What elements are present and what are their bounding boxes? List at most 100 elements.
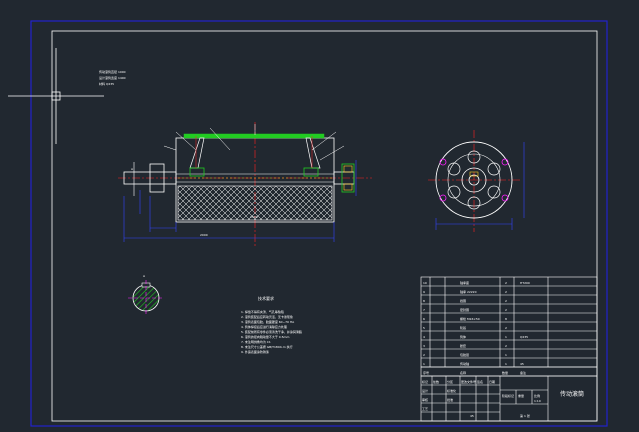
dimension-lines bbox=[123, 160, 357, 242]
svg-text:1: 1 bbox=[505, 335, 507, 339]
svg-text:签名: 签名 bbox=[477, 379, 483, 384]
end-view-dimensions bbox=[435, 142, 525, 230]
table-row: 3 胀套 2 bbox=[423, 343, 507, 348]
svg-text:HT200: HT200 bbox=[520, 281, 530, 285]
note-line-1: 传动滚筒直径 1000 bbox=[99, 69, 126, 74]
svg-text:标记: 标记 bbox=[422, 379, 428, 384]
bom-header-name: 名称 bbox=[460, 370, 466, 375]
tech-line-8: 8. 未注尺寸公差按 GB/T1804-m 执行 bbox=[241, 344, 293, 349]
svg-text:7: 7 bbox=[423, 308, 425, 312]
svg-text:8: 8 bbox=[505, 317, 507, 321]
svg-text:标准化: 标准化 bbox=[447, 388, 456, 393]
table-row: 7 密封圈 2 bbox=[423, 307, 507, 312]
svg-text:1: 1 bbox=[423, 362, 425, 366]
right-hub bbox=[303, 136, 321, 177]
svg-text:2: 2 bbox=[505, 281, 507, 285]
tech-line-1: 1. 焊缝不得有夹渣、气孔等缺陷 bbox=[241, 309, 284, 314]
leader-lines bbox=[163, 124, 345, 161]
svg-text:1: 1 bbox=[505, 353, 507, 357]
svg-text:2: 2 bbox=[423, 353, 425, 357]
top-left-notes: 传动滚筒直径 1000 设计滚筒宽度 1400 材料 Q235 bbox=[99, 69, 126, 86]
svg-text:比例: 比例 bbox=[534, 393, 540, 398]
tech-line-3: 3. 滚筒表面包胶，胶面硬度 60~70 HA bbox=[241, 319, 295, 324]
svg-text:45: 45 bbox=[520, 362, 524, 366]
svg-text:3: 3 bbox=[423, 344, 425, 348]
table-row: 10 轴承座 2 HT200 bbox=[423, 280, 530, 285]
table-row: 6 螺栓 M16×50 8 bbox=[423, 316, 507, 321]
left-hub bbox=[189, 136, 205, 177]
svg-text:更改文件号: 更改文件号 bbox=[461, 379, 476, 384]
bom-header-no: 序号 bbox=[423, 370, 429, 375]
section-label: A bbox=[131, 167, 134, 171]
tech-heading: 技术要求 bbox=[258, 295, 274, 301]
svg-text:轴承 22220: 轴承 22220 bbox=[460, 289, 477, 294]
table-row: 9 轴承 22220 2 bbox=[423, 289, 507, 294]
pulley-side-view[interactable]: 2000 1400 A bbox=[118, 122, 372, 246]
drawing-title: 传动滚筒 bbox=[560, 390, 584, 398]
svg-text:4: 4 bbox=[423, 335, 425, 339]
svg-text:螺栓 M16×50: 螺栓 M16×50 bbox=[460, 316, 480, 321]
scale-value: 1:10 bbox=[534, 399, 541, 403]
lagging-hatch bbox=[177, 185, 333, 221]
svg-text:胀套: 胀套 bbox=[460, 343, 466, 348]
svg-text:1: 1 bbox=[505, 362, 507, 366]
technical-requirements: 技术要求 1. 焊缝不得有夹渣、气孔等缺陷 2. 滚筒装配后应转动灵活，无卡滞现… bbox=[241, 295, 302, 354]
tech-line-5: 5. 装配前所有零件必须清洗干净，并涂润滑脂 bbox=[241, 329, 302, 334]
sheet-number: 第 1 张 bbox=[520, 413, 530, 418]
end-view-hub-circle bbox=[461, 167, 487, 193]
svg-text:包胶层: 包胶层 bbox=[460, 352, 469, 357]
svg-text:挡圈: 挡圈 bbox=[460, 298, 466, 303]
note-line-3: 材料 Q235 bbox=[99, 81, 114, 86]
tech-line-6: 6. 滚筒的径向跳动量不大于 0.5mm bbox=[241, 334, 289, 339]
bill-of-materials[interactable] bbox=[420, 276, 598, 368]
table-row: 5 轮毂 2 bbox=[423, 325, 507, 330]
svg-text:工艺: 工艺 bbox=[422, 406, 428, 411]
bom-header bbox=[420, 366, 598, 377]
dim-face-label: 1400 bbox=[250, 215, 258, 219]
svg-text:重量: 重量 bbox=[518, 393, 524, 398]
title-block[interactable] bbox=[420, 375, 598, 422]
note-line-2: 设计滚筒宽度 1400 bbox=[99, 75, 126, 80]
svg-text:批准: 批准 bbox=[447, 397, 453, 402]
svg-text:5: 5 bbox=[423, 326, 425, 330]
svg-text:6: 6 bbox=[423, 317, 425, 321]
svg-text:处数: 处数 bbox=[433, 379, 439, 384]
bom-rows: 10 轴承座 2 HT200 9 轴承 22220 2 8 挡圈 2 7 密封圈… bbox=[423, 280, 530, 366]
svg-text:2: 2 bbox=[505, 299, 507, 303]
end-view-keyway bbox=[469, 171, 479, 177]
svg-text:轮毂: 轮毂 bbox=[460, 325, 466, 330]
bearing-left bbox=[149, 163, 165, 193]
table-row: 2 包胶层 1 bbox=[423, 352, 507, 357]
svg-text:筒体: 筒体 bbox=[460, 334, 466, 339]
end-view-bolt-holes bbox=[447, 150, 501, 210]
svg-text:分区: 分区 bbox=[447, 379, 453, 384]
table-row: 1 传动轴 1 45 bbox=[423, 361, 524, 366]
inner-frame bbox=[51, 30, 598, 422]
end-view-outer-circle bbox=[435, 141, 513, 219]
tech-line-7: 7. 未注明倒角均为 C1 bbox=[241, 339, 271, 344]
svg-text:10: 10 bbox=[423, 281, 427, 285]
tech-line-2: 2. 滚筒装配后应转动灵活，无卡滞现象 bbox=[241, 314, 293, 319]
end-view-highlights bbox=[439, 158, 509, 202]
svg-text:8: 8 bbox=[423, 299, 425, 303]
svg-text:9: 9 bbox=[423, 290, 425, 294]
svg-text:审核: 审核 bbox=[422, 397, 428, 402]
bom-header-qty: 数量 bbox=[502, 370, 508, 375]
svg-text:阶段标记: 阶段标记 bbox=[502, 393, 514, 398]
bearing-right bbox=[341, 163, 355, 193]
crosshair-cursor[interactable] bbox=[8, 48, 104, 144]
svg-text:传动轴: 传动轴 bbox=[460, 361, 469, 366]
table-row: 8 挡圈 2 bbox=[423, 298, 507, 303]
outer-frame bbox=[30, 20, 608, 427]
svg-text:2: 2 bbox=[505, 326, 507, 330]
tech-line-9: 9. 外露表面涂防锈漆 bbox=[241, 349, 269, 354]
dim-total-label: 2000 bbox=[200, 233, 208, 237]
section-detail-label: A bbox=[143, 274, 146, 278]
svg-text:Q235: Q235 bbox=[520, 335, 528, 339]
svg-text:2: 2 bbox=[505, 344, 507, 348]
svg-text:2: 2 bbox=[505, 290, 507, 294]
end-view-bolt-circle bbox=[447, 153, 501, 207]
shaft-section-detail[interactable]: A bbox=[128, 274, 164, 316]
pulley-end-view[interactable] bbox=[428, 130, 525, 232]
